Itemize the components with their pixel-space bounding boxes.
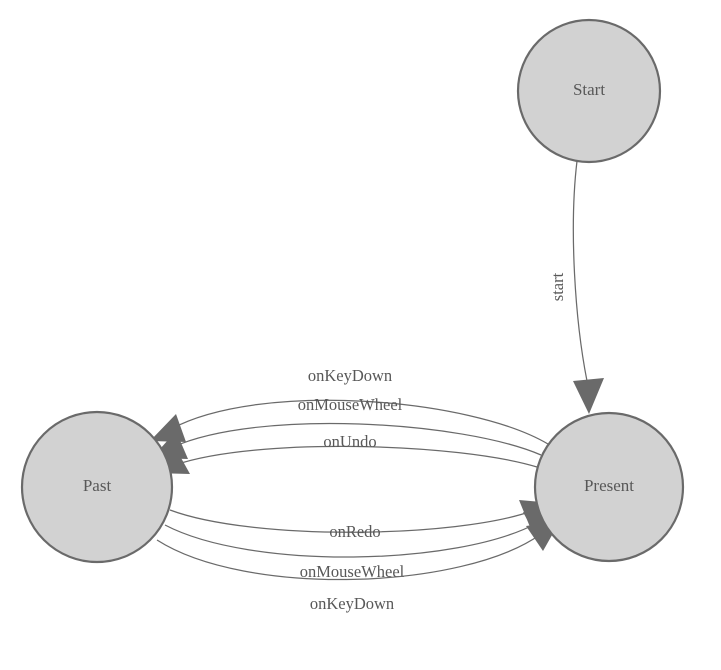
edge-past-to-present-onmousewheel-path <box>164 522 538 558</box>
edge-present-to-past-onmousewheel-path <box>172 422 542 456</box>
edge-present-to-past-onkeydown-arrowhead <box>150 414 186 442</box>
edge-present-to-past-onkeydown-path <box>170 399 549 445</box>
node-past-label: Past <box>83 476 112 495</box>
edge-label-start: start <box>548 272 567 301</box>
edge-past-to-present-onredo[interactable]: onRedo <box>169 500 553 541</box>
edge-label-past-present-onkeydown: onKeyDown <box>310 594 394 613</box>
edge-start-to-present-path <box>572 160 588 382</box>
node-past[interactable]: Past <box>20 410 174 564</box>
node-past-circle <box>20 410 174 564</box>
edge-start-to-present[interactable]: start <box>548 160 604 414</box>
node-present-label: Present <box>584 476 634 495</box>
edge-label-past-present-onmousewheel: onMouseWheel <box>300 562 405 581</box>
edge-past-to-present-onredo-path <box>169 509 533 533</box>
node-present[interactable]: Present <box>533 411 685 563</box>
edge-start-to-present-arrowhead <box>573 378 604 414</box>
edge-label-past-present-onredo: onRedo <box>329 522 380 541</box>
node-start-circle <box>516 18 662 164</box>
edge-past-to-present-onkeydown-path <box>156 533 542 581</box>
node-present-circle <box>533 411 685 563</box>
edge-label-present-past-onkeydown: onKeyDown <box>308 366 392 385</box>
node-start-label: Start <box>573 80 605 99</box>
edge-present-to-past-onundo[interactable]: onUndo <box>153 432 538 474</box>
edge-label-present-past-onmousewheel: onMouseWheel <box>298 395 403 414</box>
edge-present-to-past-onundo-path <box>174 445 538 468</box>
node-start[interactable]: Start <box>516 18 662 164</box>
edge-label-present-past-onundo: onUndo <box>323 432 376 451</box>
